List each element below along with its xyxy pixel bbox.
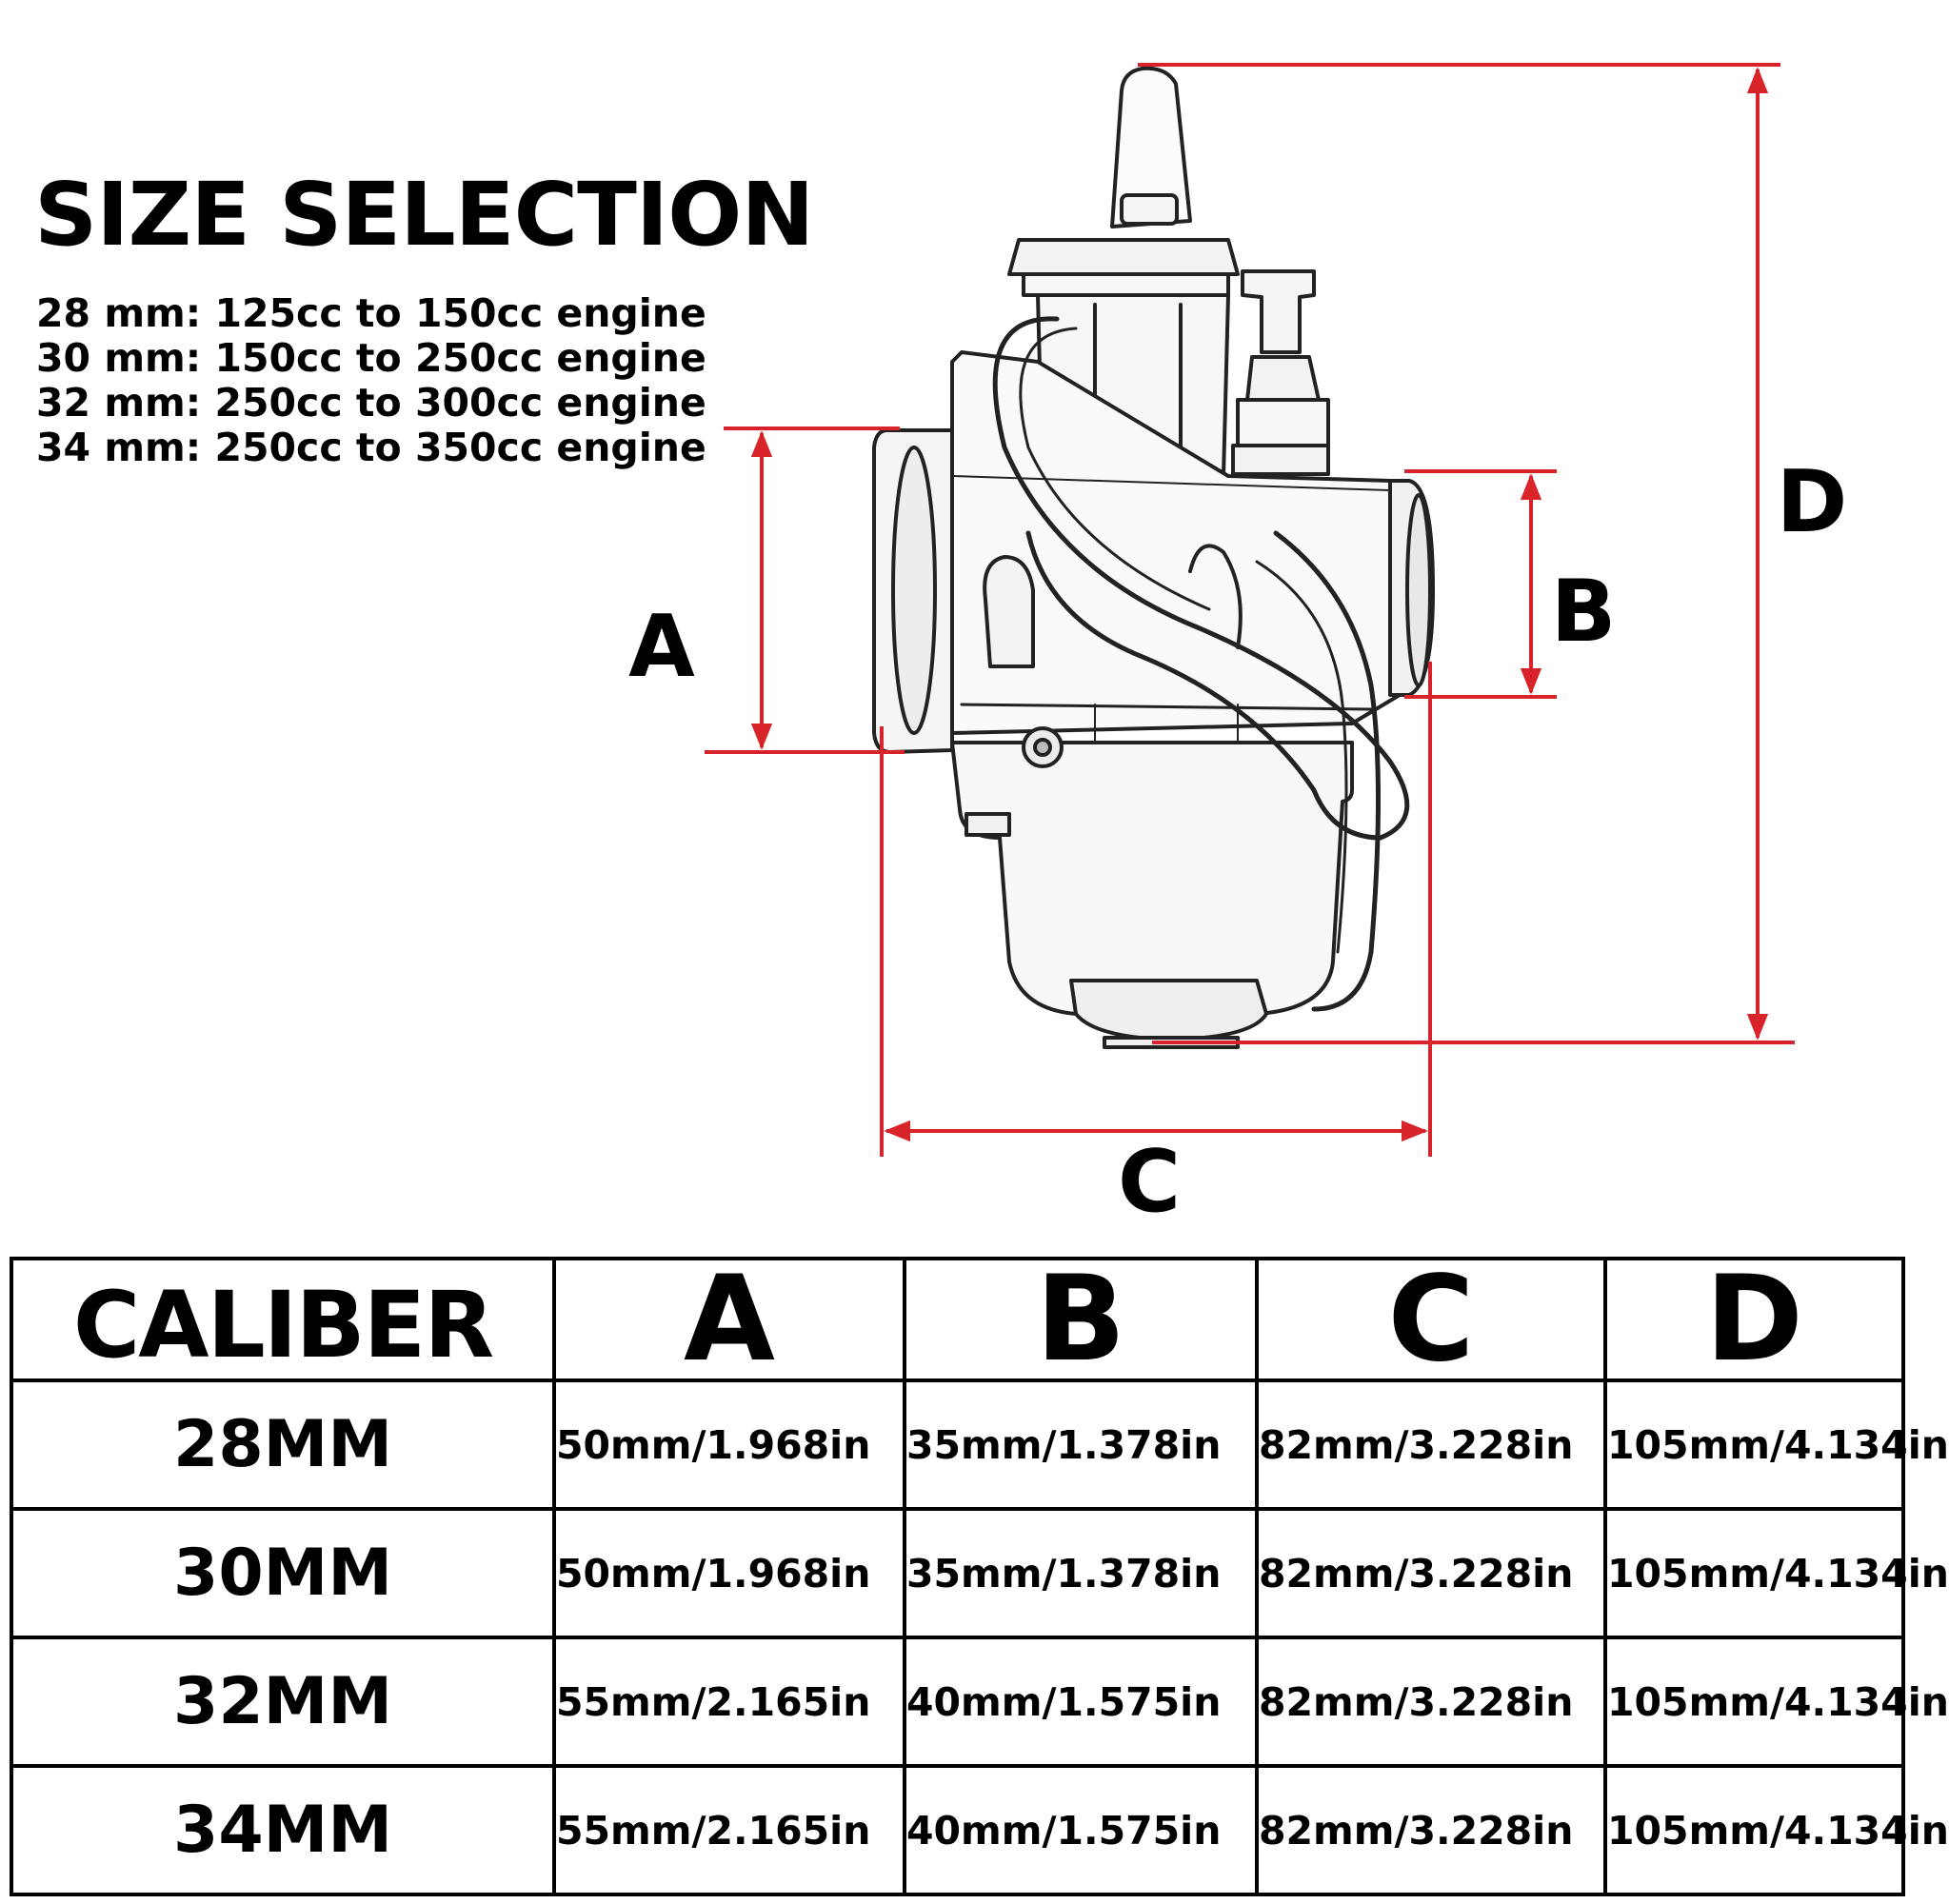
caliber-cell: 34MM (10, 1764, 556, 1896)
dim-label-d: D (1777, 452, 1848, 552)
dim-label-b: B (1551, 562, 1617, 662)
table-row: 34MM 55mm/2.165in 40mm/1.575in 82mm/3.22… (10, 1764, 1949, 1896)
table-row: 28MM 50mm/1.968in 35mm/1.378in 82mm/3.22… (10, 1378, 1949, 1511)
table-row: 30MM 50mm/1.968in 35mm/1.378in 82mm/3.22… (10, 1507, 1949, 1639)
col-header-caliber: CALIBER (10, 1257, 556, 1382)
idle-tube (983, 555, 1035, 668)
col-header-a: A (552, 1257, 906, 1382)
value-cell: 105mm/4.134in (1603, 1764, 1949, 1896)
table-header-row: CALIBER A B C D (10, 1257, 1905, 1382)
caliber-cell: 32MM (10, 1636, 556, 1768)
size-line-32: 32 mm: 250cc to 300cc engine (36, 380, 706, 426)
overflow-hose (1273, 530, 1381, 1012)
value-cell: 50mm/1.968in (552, 1378, 906, 1511)
value-cell: 35mm/1.378in (903, 1378, 1259, 1511)
dim-label-a: A (628, 597, 695, 697)
dimension-lines (705, 63, 1795, 1157)
col-header-c: C (1255, 1257, 1607, 1382)
top-plate (1007, 238, 1240, 276)
value-cell: 40mm/1.575in (903, 1764, 1259, 1896)
size-line-30: 30 mm: 150cc to 250cc engine (36, 335, 706, 381)
caliber-cell: 28MM (10, 1378, 556, 1511)
value-cell: 50mm/1.968in (552, 1507, 906, 1639)
value-cell: 82mm/3.228in (1255, 1507, 1607, 1639)
choke-stem (1245, 355, 1321, 402)
dim-label-c: C (1118, 1132, 1181, 1232)
top-cap (1110, 66, 1192, 228)
value-cell: 40mm/1.575in (903, 1636, 1259, 1768)
value-cell: 55mm/2.165in (552, 1636, 906, 1768)
col-header-d: D (1603, 1257, 1905, 1382)
choke-knob (1241, 269, 1316, 354)
table-row: 32MM 55mm/2.165in 40mm/1.575in 82mm/3.22… (10, 1636, 1949, 1768)
value-cell: 82mm/3.228in (1255, 1636, 1607, 1768)
caliber-cell: 30MM (10, 1507, 556, 1639)
carburetor-illustration (872, 66, 1435, 1049)
float-bowl (950, 741, 1354, 1016)
value-cell: 35mm/1.378in (903, 1507, 1259, 1639)
value-cell: 82mm/3.228in (1255, 1764, 1607, 1896)
col-header-b: B (903, 1257, 1259, 1382)
vent-hose (992, 316, 1410, 841)
cap-nut (1120, 193, 1179, 226)
size-line-28: 28 mm: 125cc to 150cc engine (36, 290, 706, 336)
value-cell: 55mm/2.165in (552, 1764, 906, 1896)
size-line-34: 34 mm: 250cc to 350cc engine (36, 425, 706, 470)
carburetor-dimension-diagram: A B C D (628, 63, 1848, 1232)
value-cell: 105mm/4.134in (1603, 1636, 1949, 1768)
top-plate-lower (1022, 272, 1230, 297)
value-cell: 82mm/3.228in (1255, 1378, 1607, 1511)
page-title: SIZE SELECTION (34, 164, 814, 266)
value-cell: 105mm/4.134in (1603, 1378, 1949, 1511)
engine-size-list: 28 mm: 125cc to 150cc engine 30 mm: 150c… (36, 291, 706, 470)
outlet-hose (1188, 544, 1243, 649)
dimension-table: CALIBER A B C D 28MM 50mm/1.968in 35mm/1… (10, 1257, 1949, 1896)
value-cell: 105mm/4.134in (1603, 1507, 1949, 1639)
